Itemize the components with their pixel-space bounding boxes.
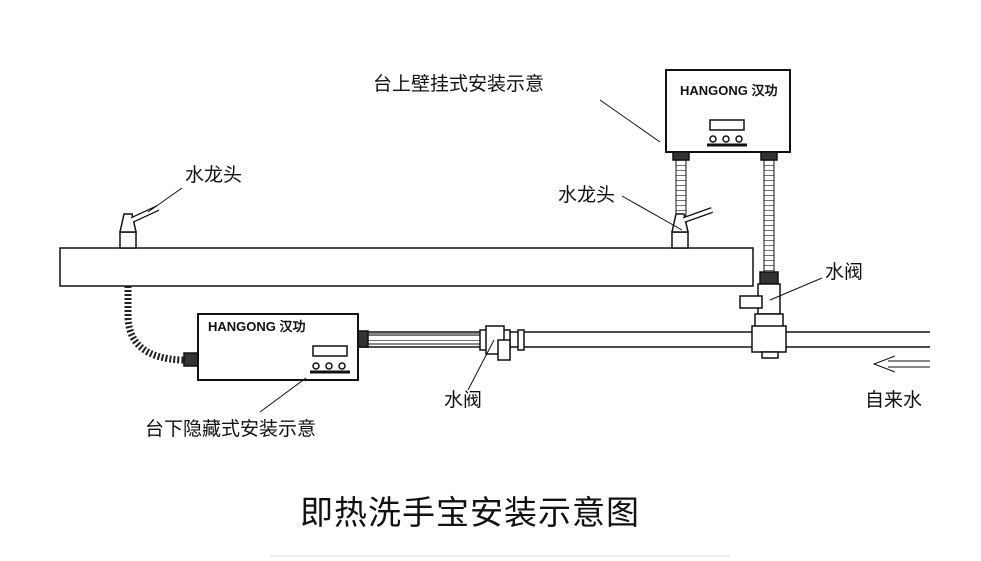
- diagram-title: 即热洗手宝安装示意图: [300, 493, 640, 532]
- countertop: [59, 247, 754, 287]
- heater-top-brand: HANGONG 汉功: [680, 83, 778, 98]
- label-faucet-left: 水龙头: [185, 164, 243, 186]
- flex-hose-top-right: [763, 153, 775, 273]
- faucet-right: [671, 207, 714, 249]
- label-tap-water: 自来水: [865, 389, 923, 411]
- label-under-counter: 台下隐藏式安装示意: [145, 418, 317, 440]
- flex-hose-bottom: [364, 333, 481, 345]
- heater-bottom-brand: HANGONG 汉功: [208, 319, 306, 334]
- flow-arrow: [872, 355, 930, 373]
- valve-left: [479, 325, 525, 361]
- display-bottom: [312, 345, 348, 357]
- faucet-left: [119, 205, 160, 249]
- main-water-pipe: [360, 331, 930, 348]
- label-valve-right: 水阀: [825, 261, 864, 283]
- heater-bottom: [197, 313, 359, 381]
- label-valve-left: 水阀: [444, 389, 483, 411]
- label-faucet-right: 水龙头: [558, 184, 616, 206]
- valve-right: [739, 271, 784, 329]
- flex-hose-left: [124, 286, 200, 364]
- display-top: [709, 119, 745, 131]
- leader-lines: [147, 99, 823, 413]
- heater-top: [665, 69, 791, 153]
- label-wall-mount: 台上壁挂式安装示意: [373, 73, 545, 95]
- tee-fitting: [751, 325, 787, 359]
